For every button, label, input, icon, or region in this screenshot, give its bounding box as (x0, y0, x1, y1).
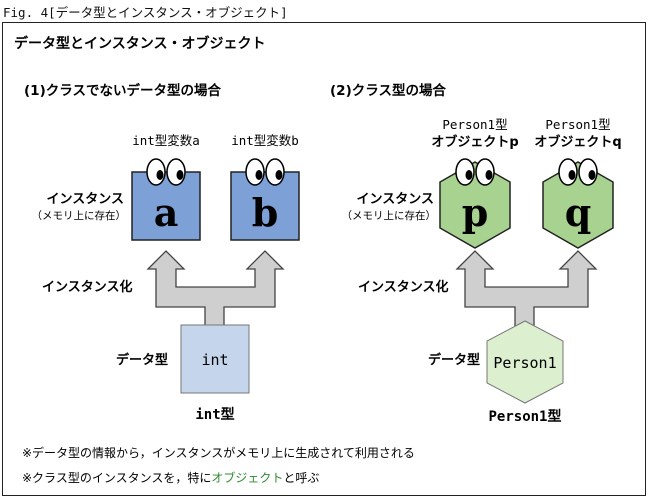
diagram-heading: データ型とインスタンス・オブジェクト (14, 35, 265, 52)
left-type-caption: int型 (195, 406, 234, 423)
object-letter-p: p (462, 190, 489, 235)
instance-letter-b: b (252, 190, 279, 235)
obj-p-type-label: Person1型 (442, 117, 507, 132)
type-box-int (180, 324, 250, 394)
note-2-highlight: オブジェクト (211, 470, 283, 485)
type-hexagon-person1-text: Person1 (493, 354, 556, 372)
instance-box-b (230, 171, 300, 241)
left-instance-label: インスタンス (47, 192, 124, 207)
type-hexagon-person1 (486, 320, 564, 404)
instantiate-arrow-right (455, 250, 598, 327)
left-section-title: (1)クラスでないデータ型の場合 (24, 82, 221, 99)
instantiate-arrow-left (146, 250, 285, 327)
right-section-title: (2)クラス型の場合 (330, 82, 446, 99)
obj-q-name-label: オブジェクトq (534, 134, 621, 150)
var-a-label: int型変数a (132, 133, 200, 148)
right-instance-sublabel: （メモリ上に存在） (342, 209, 437, 222)
right-instance-label: インスタンス (357, 192, 434, 207)
right-instantiate-label: インスタンス化 (358, 279, 448, 295)
object-hexagon-q (542, 161, 614, 249)
note-2: ※クラス型のインスタンスを，特にオブジェクトと呼ぶ (22, 470, 319, 485)
figure-caption: Fig. 4[データ型とインスタンス・オブジェクト] (3, 5, 288, 20)
object-hexagon-p (439, 161, 511, 249)
note-2-prefix: ※クラス型のインスタンスを，特に (22, 470, 211, 485)
right-datatype-label: データ型 (428, 352, 480, 368)
instance-letter-a: a (154, 190, 179, 235)
note-2-suffix: と呼ぶ (283, 471, 319, 485)
right-type-caption: Person1型 (488, 408, 561, 425)
left-instance-sublabel: （メモリ上に存在） (32, 209, 127, 222)
var-b-label: int型変数b (231, 133, 299, 148)
type-box-int-text: int (201, 351, 228, 369)
obj-p-name-label: オブジェクトp (431, 134, 518, 150)
diagram-frame (2, 22, 646, 496)
instance-box-a (131, 171, 201, 241)
obj-q-type-label: Person1型 (545, 117, 610, 132)
left-instantiate-label: インスタンス化 (42, 279, 132, 295)
object-letter-q: q (565, 190, 592, 235)
note-1: ※データ型の情報から，インスタンスがメモリ上に生成されて利用される (22, 445, 415, 460)
left-datatype-label: データ型 (116, 352, 168, 368)
